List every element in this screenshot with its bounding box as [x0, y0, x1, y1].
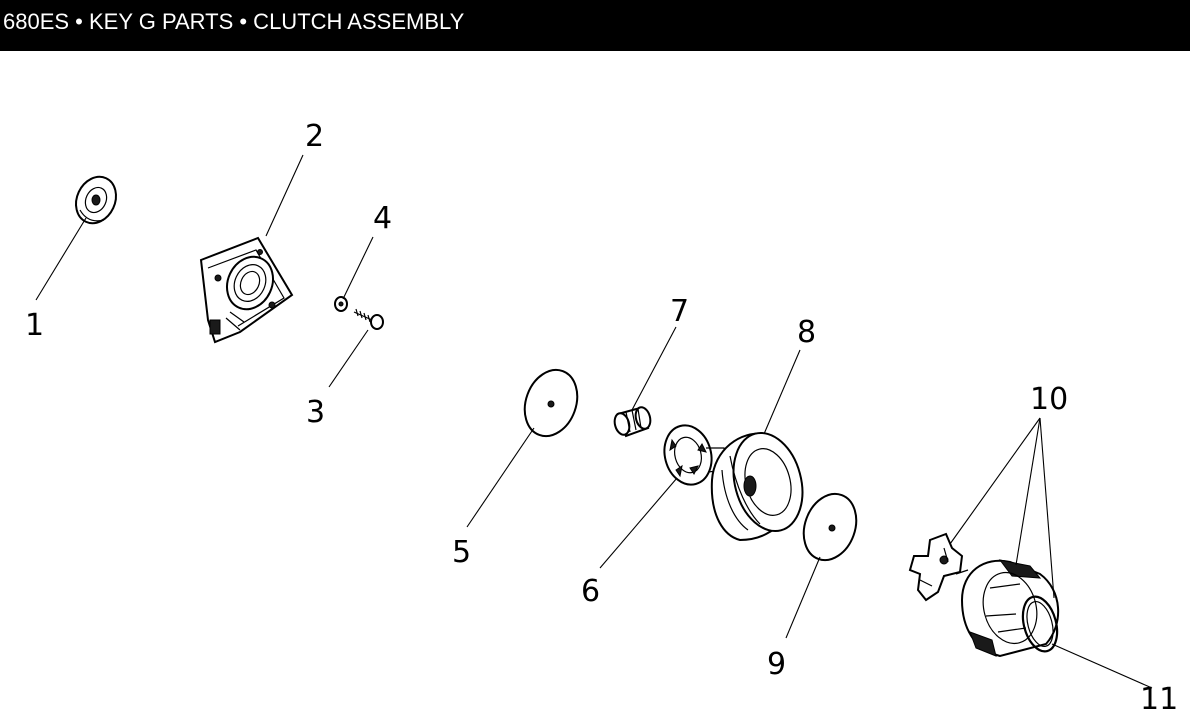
leader-10c	[1039, 417, 1055, 599]
callout-1: 1	[25, 308, 44, 343]
leader-4	[342, 236, 374, 300]
part-8-clutch-drum[interactable]	[710, 425, 813, 542]
callout-5: 5	[452, 535, 471, 570]
leader-8	[763, 349, 801, 435]
leader-2	[265, 154, 304, 237]
part-4-small-washer[interactable]	[334, 296, 348, 312]
leader-9	[785, 556, 821, 639]
part-9-disc[interactable]	[795, 486, 865, 567]
leader-10a	[949, 417, 1041, 545]
part-1-seal-washer[interactable]	[69, 170, 124, 230]
callout-6: 6	[581, 574, 600, 609]
callout-7: 7	[670, 294, 689, 329]
leader-7	[631, 326, 677, 411]
callout-11: 11	[1140, 682, 1178, 717]
leader-5	[466, 427, 535, 528]
leader-6	[599, 477, 678, 569]
callout-9: 9	[767, 647, 786, 682]
callout-3: 3	[306, 395, 325, 430]
callout-8: 8	[797, 315, 816, 350]
page-title: 680ES • KEY G PARTS • CLUTCH ASSEMBLY	[3, 9, 465, 34]
title-bar: 680ES • KEY G PARTS • CLUTCH ASSEMBLY	[0, 0, 1190, 51]
leader-10b	[1015, 417, 1041, 566]
callout-10: 10	[1030, 382, 1068, 417]
part-2-plate-cover[interactable]	[199, 236, 294, 344]
leader-1	[35, 217, 87, 301]
leader-3	[328, 329, 369, 388]
part-10-clutch-shoes[interactable]	[960, 559, 1059, 658]
part-11-spring-ring[interactable]	[1017, 593, 1062, 655]
part-5-disc[interactable]	[516, 362, 586, 443]
part-7-needle-bearing[interactable]	[612, 406, 652, 438]
part-3-screw[interactable]	[353, 308, 384, 330]
callout-2: 2	[305, 119, 324, 154]
part-6-sprocket[interactable]	[658, 420, 727, 490]
part-10-clutch-hub[interactable]	[908, 532, 969, 602]
callout-numbers: 1 2 3 4 5 6 7 8 9 10 11	[25, 119, 1178, 717]
leader-lines	[35, 154, 1153, 689]
callout-4: 4	[373, 201, 392, 236]
leader-11	[1051, 643, 1153, 689]
